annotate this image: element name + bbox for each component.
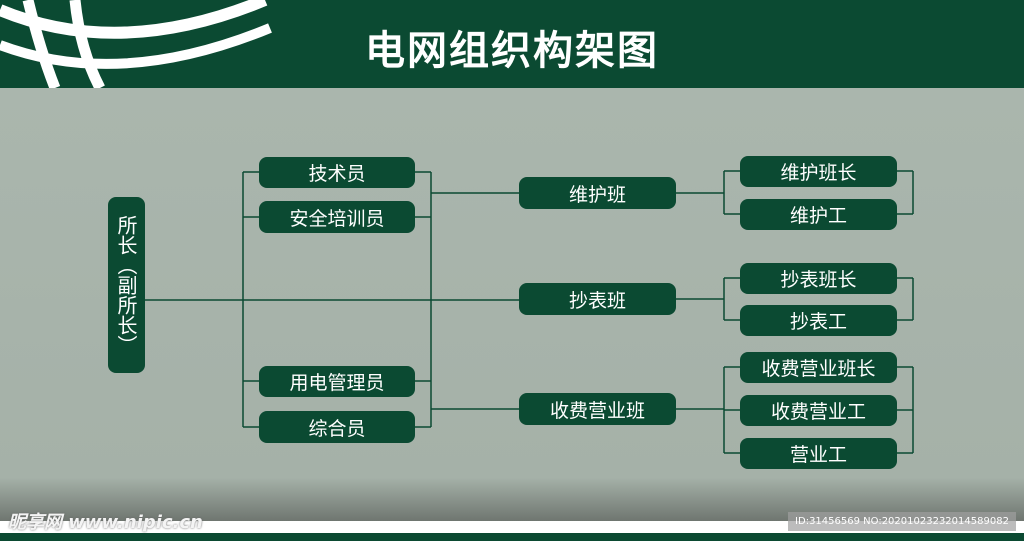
role-box: 维护工 [740, 199, 897, 230]
watermark-id: ID:31456569 NO:20201023232014589082 [788, 512, 1016, 531]
team-box: 维护班 [519, 177, 676, 209]
role-box: 收费营业班长 [740, 352, 897, 383]
bottom-bar [0, 533, 1024, 541]
staff-box: 安全培训员 [259, 201, 415, 233]
staff-box: 用电管理员 [259, 366, 415, 397]
role-box: 维护班长 [740, 156, 897, 187]
staff-box: 技术员 [259, 157, 415, 188]
staff-box: 综合员 [259, 411, 415, 443]
globe-logo-icon [0, 0, 272, 88]
root-box: 所长（副所长） [108, 197, 145, 373]
role-box: 营业工 [740, 438, 897, 469]
team-box: 收费营业班 [519, 393, 676, 425]
bottom-strip [0, 521, 1024, 533]
role-box: 抄表工 [740, 305, 897, 336]
team-box: 抄表班 [519, 283, 676, 315]
page-title: 电网组织构架图 [365, 28, 659, 74]
role-box: 抄表班长 [740, 263, 897, 294]
watermark-logo: 昵享网 www.nipic.cn [8, 512, 203, 533]
role-box: 收费营业工 [740, 395, 897, 426]
header: 电网组织构架图 [0, 0, 1024, 88]
